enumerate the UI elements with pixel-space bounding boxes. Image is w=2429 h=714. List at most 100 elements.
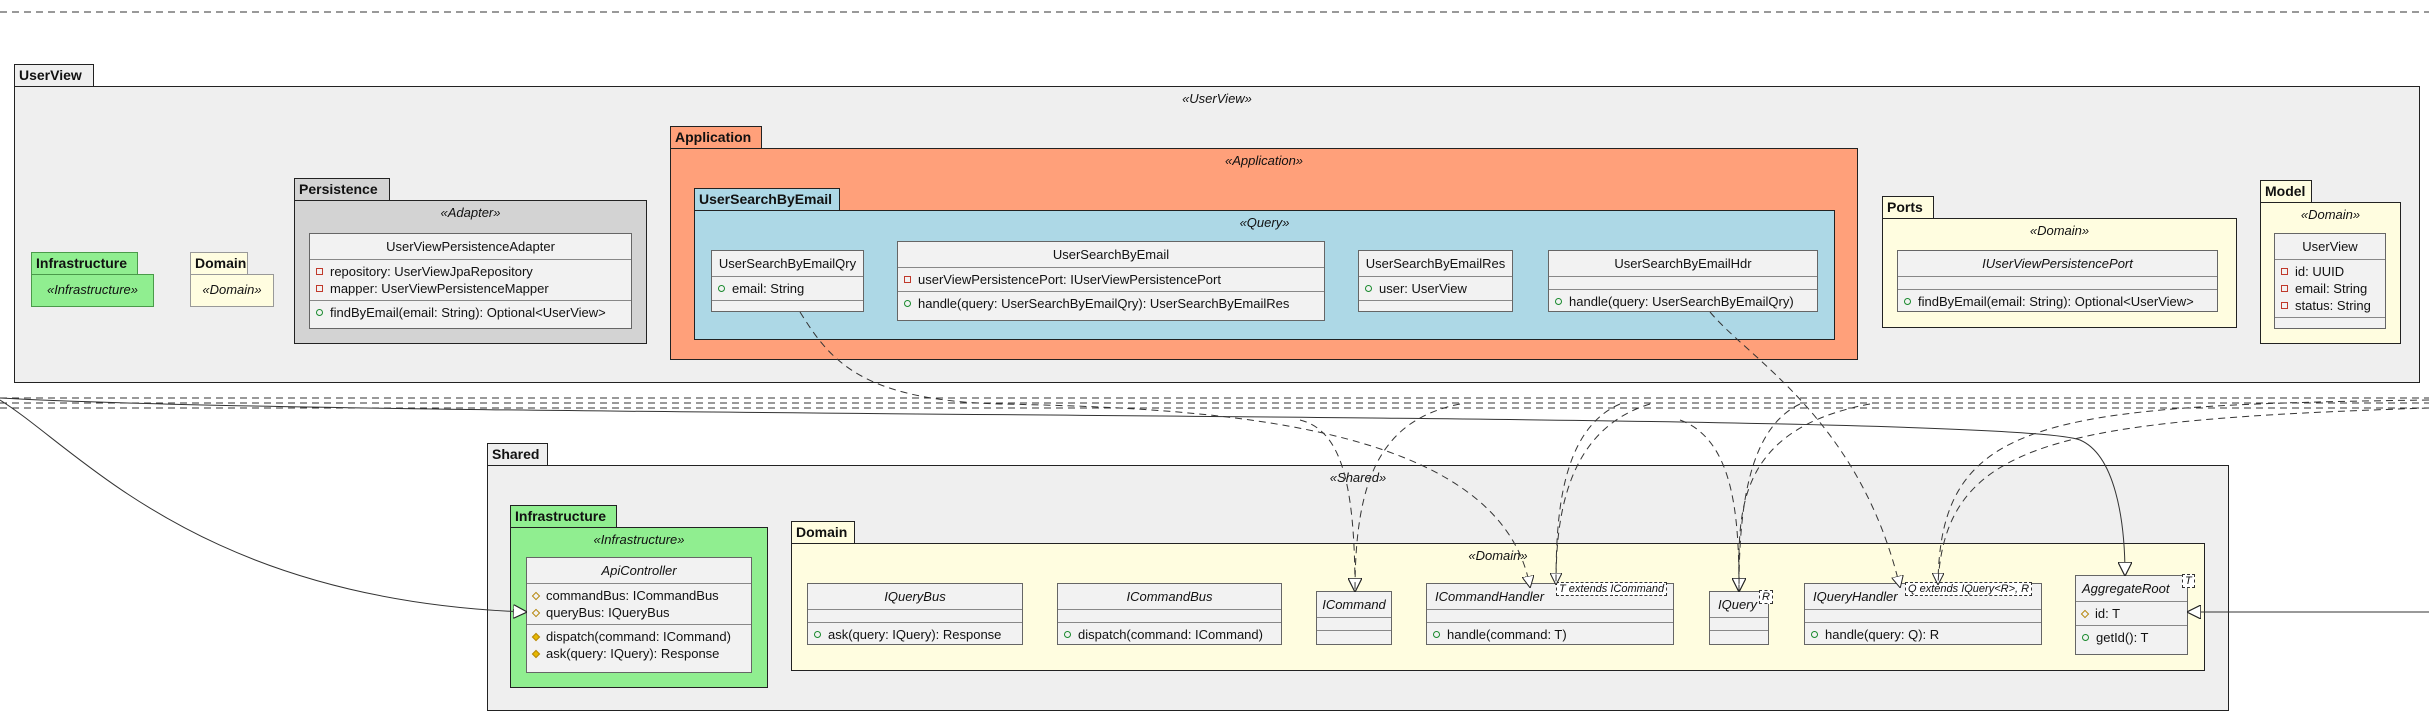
- class-user-search-by-email[interactable]: UserSearchByEmail userViewPersistencePor…: [897, 241, 1325, 321]
- field-email: email: String: [732, 281, 805, 296]
- type-parameter-box: T: [2182, 574, 2195, 588]
- method-dispatch: dispatch(command: ICommand): [546, 629, 731, 644]
- method-row: handle(query: UserSearchByEmailQry): Use…: [904, 295, 1318, 312]
- type-parameter-box: R: [1759, 590, 1773, 604]
- empty-methods-section: [1359, 301, 1512, 313]
- field-user: user: UserView: [1379, 281, 1467, 296]
- package-application-tab: Application: [670, 126, 762, 148]
- package-ports-tab: Ports: [1882, 196, 1934, 218]
- class-user-search-by-email-qry[interactable]: UserSearchByEmailQry email: String: [711, 250, 864, 312]
- public-visibility-icon: [718, 285, 725, 292]
- field-persistence-port: userViewPersistencePort: IUserViewPersis…: [918, 272, 1221, 287]
- field-id: id: T: [2095, 606, 2121, 621]
- public-visibility-icon: [1064, 631, 1071, 638]
- package-usersearch-tab: UserSearchByEmail: [694, 188, 840, 210]
- field-repository: repository: UserViewJpaRepository: [330, 264, 533, 279]
- field-id: id: UUID: [2295, 264, 2345, 279]
- class-name: ICommand: [1317, 592, 1391, 618]
- class-name: UserSearchByEmail: [898, 242, 1324, 268]
- method-ask: ask(query: IQuery): Response: [828, 627, 1002, 642]
- public-visibility-icon: [814, 631, 821, 638]
- field-row: email: String: [718, 280, 857, 297]
- field-status: status: String: [2295, 298, 2371, 313]
- private-visibility-icon: [316, 268, 323, 275]
- package-userview-stereotype: «UserView»: [1182, 91, 1252, 106]
- class-name: UserSearchByEmailHdr: [1549, 251, 1817, 277]
- protected-visibility-icon: [531, 649, 541, 658]
- field-row: queryBus: IQueryBus: [531, 604, 745, 621]
- protected-visibility-icon: [531, 591, 541, 600]
- class-name: IQueryBus: [808, 584, 1022, 610]
- class-api-controller[interactable]: ApiController commandBus: ICommandBus qu…: [526, 557, 752, 673]
- public-visibility-icon: [316, 309, 323, 316]
- class-user-search-by-email-hdr[interactable]: UserSearchByEmailHdr handle(query: UserS…: [1548, 250, 1818, 312]
- package-sh-infrastructure-tab: Infrastructure: [510, 505, 617, 527]
- package-application-stereotype: «Application»: [1224, 153, 1304, 168]
- package-uv-domain-label: Domain: [195, 255, 247, 271]
- class-aggregate-root[interactable]: AggregateRoot id: T getId(): T: [2075, 575, 2188, 655]
- method-row: ask(query: IQuery): Response: [814, 626, 1016, 643]
- field-row: mapper: UserViewPersistenceMapper: [316, 280, 625, 297]
- method-handle: handle(query: Q): R: [1825, 627, 1940, 642]
- package-uv-infrastructure-tab: Infrastructure: [31, 252, 138, 274]
- interface-icommandbus[interactable]: ICommandBus dispatch(command: ICommand): [1057, 583, 1282, 645]
- package-application-label: Application: [675, 129, 752, 145]
- class-name: ApiController: [527, 558, 751, 584]
- public-visibility-icon: [1811, 631, 1818, 638]
- field-row: repository: UserViewJpaRepository: [316, 263, 625, 280]
- class-userview[interactable]: UserView id: UUID email: String status: …: [2274, 233, 2386, 329]
- method-ask: ask(query: IQuery): Response: [546, 646, 720, 661]
- package-persistence-stereotype: «Adapter»: [440, 205, 501, 220]
- class-user-search-by-email-res[interactable]: UserSearchByEmailRes user: UserView: [1358, 250, 1513, 312]
- interface-iuserview-persistence-port[interactable]: IUserViewPersistencePort findByEmail(ema…: [1897, 250, 2218, 312]
- method-row: handle(command: T): [1433, 626, 1667, 643]
- public-visibility-icon: [1555, 298, 1562, 305]
- package-sh-infrastructure-label: Infrastructure: [515, 508, 607, 524]
- method-handle: handle(command: T): [1447, 627, 1567, 642]
- class-name: AggregateRoot: [2076, 576, 2187, 602]
- empty-fields-section: [808, 610, 1022, 623]
- method-row: handle(query: Q): R: [1811, 626, 2035, 643]
- field-row: userViewPersistencePort: IUserViewPersis…: [904, 271, 1318, 288]
- class-name: UserSearchByEmailQry: [712, 251, 863, 277]
- private-visibility-icon: [2281, 268, 2288, 275]
- empty-fields-section: [1710, 618, 1768, 631]
- interface-iquerybus[interactable]: IQueryBus ask(query: IQuery): Response: [807, 583, 1023, 645]
- method-row: findByEmail(email: String): Optional<Use…: [1904, 293, 2211, 310]
- empty-methods-section: [2275, 318, 2385, 330]
- package-usersearch-stereotype: «Query»: [1239, 215, 1290, 230]
- class-name: UserSearchByEmailRes: [1359, 251, 1512, 277]
- method-row: getId(): T: [2082, 629, 2181, 646]
- method-find-by-email: findByEmail(email: String): Optional<Use…: [330, 305, 606, 320]
- method-dispatch: dispatch(command: ICommand): [1078, 627, 1263, 642]
- method-get-id: getId(): T: [2096, 630, 2149, 645]
- empty-methods-section: [712, 301, 863, 313]
- field-row: id: UUID: [2281, 263, 2379, 280]
- public-visibility-icon: [1433, 631, 1440, 638]
- field-row: user: UserView: [1365, 280, 1506, 297]
- package-usersearch-label: UserSearchByEmail: [699, 191, 833, 207]
- package-ports-label: Ports: [1887, 199, 1923, 215]
- class-name: ICommandBus: [1058, 584, 1281, 610]
- field-row: commandBus: ICommandBus: [531, 587, 745, 604]
- empty-fields-section: [1898, 277, 2217, 290]
- package-shared-stereotype: «Shared»: [1329, 470, 1387, 485]
- field-query-bus: queryBus: IQueryBus: [546, 605, 670, 620]
- class-name: UserViewPersistenceAdapter: [310, 234, 631, 260]
- class-userview-persistence-adapter[interactable]: UserViewPersistenceAdapter repository: U…: [309, 233, 632, 329]
- empty-fields-section: [1549, 277, 1817, 290]
- private-visibility-icon: [904, 276, 911, 283]
- interface-icommand[interactable]: ICommand: [1316, 591, 1392, 645]
- public-visibility-icon: [1904, 298, 1911, 305]
- type-parameter-box: T extends ICommand: [1556, 582, 1668, 596]
- protected-visibility-icon: [531, 632, 541, 641]
- field-row: id: T: [2080, 605, 2181, 622]
- protected-visibility-icon: [531, 608, 541, 617]
- package-uv-domain: «Domain»: [190, 274, 274, 307]
- package-model-stereotype: «Domain»: [2300, 207, 2361, 222]
- empty-methods-section: [1710, 631, 1768, 643]
- protected-visibility-icon: [2080, 609, 2090, 618]
- private-visibility-icon: [2281, 302, 2288, 309]
- class-name: UserView: [2275, 234, 2385, 260]
- public-visibility-icon: [2082, 634, 2089, 641]
